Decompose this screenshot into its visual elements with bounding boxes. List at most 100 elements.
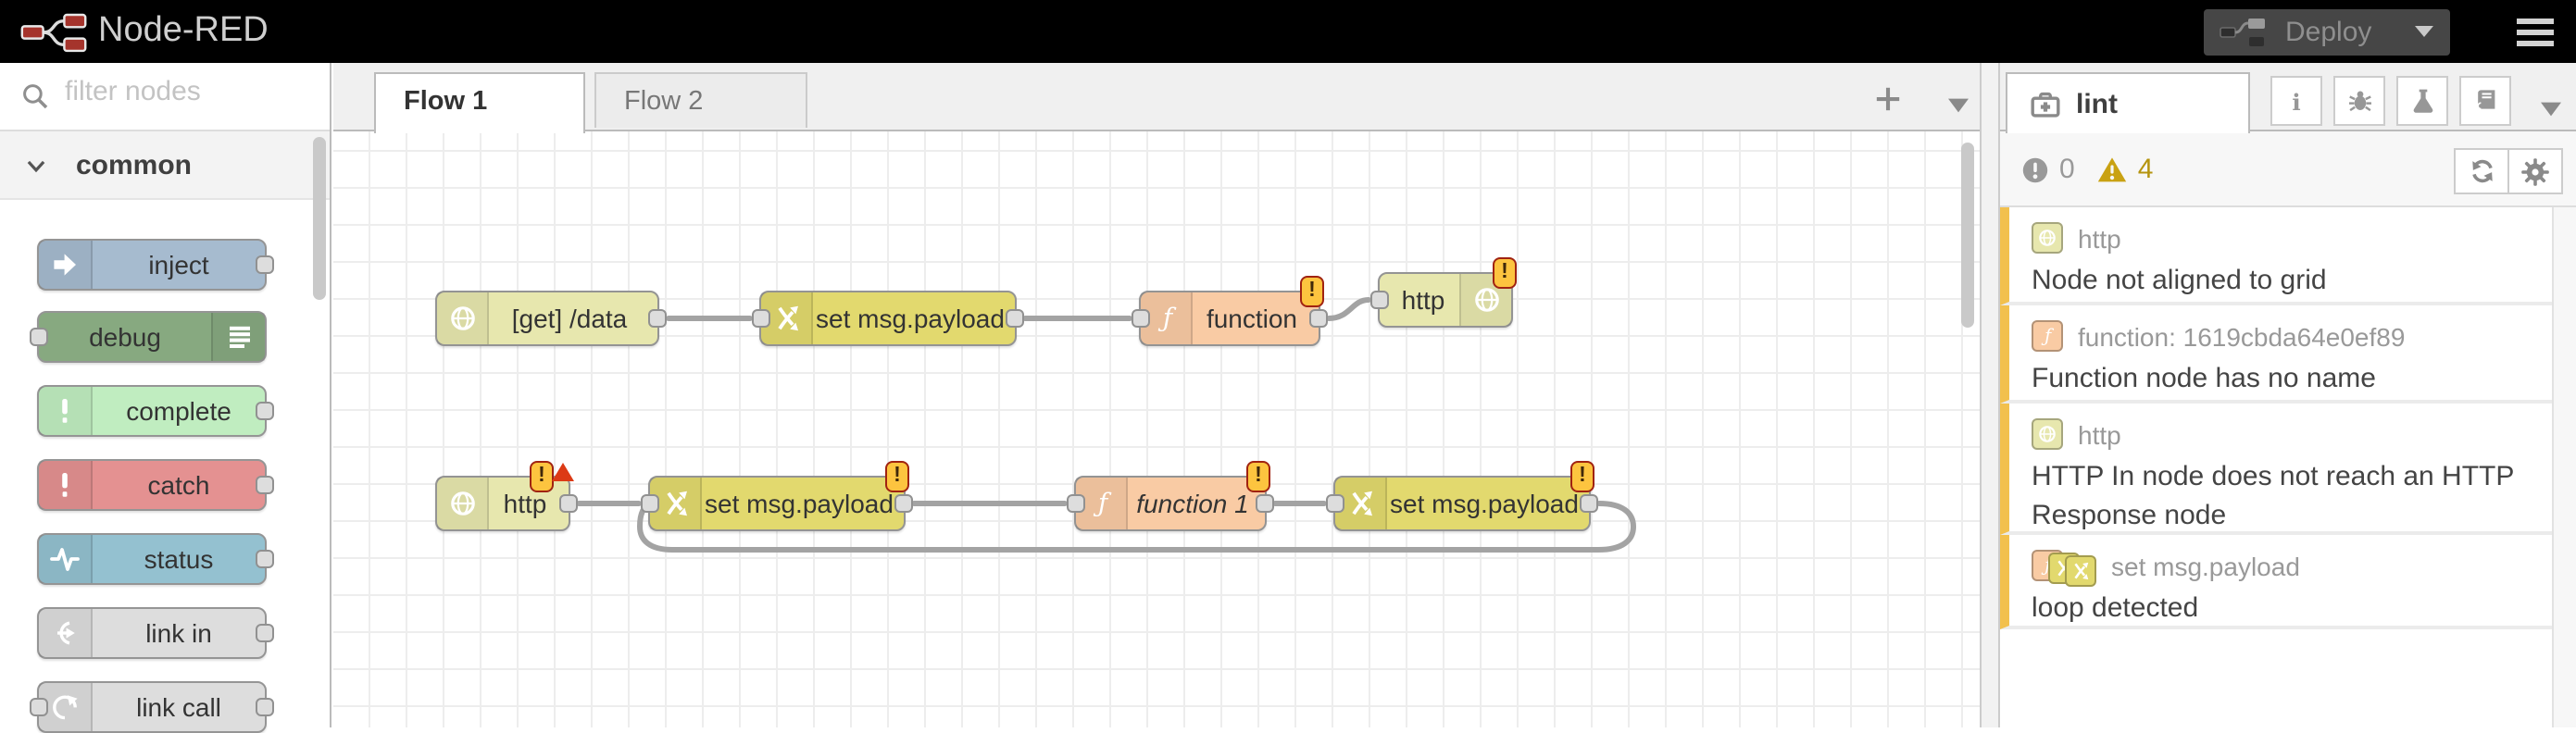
sidebar-tab-config-button[interactable] <box>2396 76 2448 126</box>
node-port-in[interactable] <box>1067 494 1085 513</box>
palette-node-label: inject <box>148 250 209 280</box>
node-port-out[interactable] <box>256 550 274 568</box>
add-flow-button[interactable] <box>1870 81 1904 115</box>
node-port-in[interactable] <box>30 328 48 346</box>
lint-item-message: Function node has no name <box>2032 363 2376 394</box>
book-icon <box>2476 90 2495 110</box>
deploy-button[interactable]: Deploy <box>2204 8 2450 55</box>
warning-badge: ! <box>1300 276 1324 307</box>
node-port-in[interactable] <box>752 309 770 328</box>
warning-badge: ! <box>885 461 909 492</box>
node-port-out[interactable] <box>559 494 578 513</box>
flow-tab-1[interactable]: Flow 1 <box>374 72 585 133</box>
palette-node-status[interactable]: status <box>37 533 274 585</box>
app-title: Node-RED <box>98 11 269 50</box>
palette-node-link-in[interactable]: link in <box>37 607 274 659</box>
inject-icon <box>39 241 93 289</box>
plus-icon <box>1875 86 1899 110</box>
sidebar: lint i <box>2000 63 2576 727</box>
node-port-out[interactable] <box>648 309 667 328</box>
sidebar-tab-info-button[interactable]: i <box>2270 76 2322 126</box>
palette: common inject debug complete catch status lin… <box>0 63 331 733</box>
main-menu-button[interactable] <box>2517 19 2554 52</box>
node-port-in[interactable] <box>30 698 48 716</box>
search-icon <box>23 84 48 109</box>
header: Node-RED Deploy <box>0 0 2576 63</box>
debug-icon <box>211 313 265 361</box>
node-port-in[interactable] <box>1370 291 1389 309</box>
flow-list-button[interactable] <box>1941 89 1974 122</box>
palette-node-link-call[interactable]: link call <box>30 681 274 733</box>
palette-node-label: link call <box>136 692 221 722</box>
palette-node-inject[interactable]: inject <box>37 239 274 291</box>
svg-text:ƒ: ƒ <box>2041 326 2054 346</box>
lint-item-message: loop detected <box>2032 592 2199 624</box>
change-node-mini-icon <box>2065 555 2096 587</box>
palette-scrollbar[interactable] <box>313 137 326 300</box>
deploy-options-caret-icon[interactable] <box>2415 26 2433 37</box>
lint-refresh-button[interactable] <box>2454 148 2509 194</box>
linkcall-icon <box>39 683 93 731</box>
node-port-in[interactable] <box>641 494 659 513</box>
palette-node-debug[interactable]: debug <box>30 311 267 363</box>
flask-icon <box>2412 89 2432 113</box>
palette-node-catch[interactable]: catch <box>37 459 274 511</box>
sidebar-separator[interactable] <box>1980 63 2000 727</box>
flow-node-label: [get] /data <box>511 304 628 333</box>
exclaim-icon <box>39 461 93 509</box>
node-port-out[interactable] <box>256 476 274 494</box>
palette-search[interactable] <box>0 63 330 131</box>
error-count: 0 <box>2059 154 2075 185</box>
sidebar-tab-help-button[interactable] <box>2459 76 2511 126</box>
flow-node-change-3[interactable]: set msg.payload! <box>1326 461 1598 531</box>
flow-node-label: set msg.payload <box>705 489 894 518</box>
node-port-out[interactable] <box>256 402 274 420</box>
wire-2[interactable] <box>1326 297 1371 321</box>
palette-category-common[interactable]: common <box>0 131 330 200</box>
flow-node-change-1[interactable]: set msg.payload <box>752 291 1024 346</box>
node-red-logo-icon <box>19 7 89 67</box>
sidebar-tab-debug-button[interactable] <box>2333 76 2385 126</box>
node-port-out[interactable] <box>894 494 913 513</box>
chevron-down-icon <box>27 159 45 172</box>
node-port-out[interactable] <box>256 255 274 274</box>
flow-node-http-in-get-data[interactable]: [get] /data <box>435 291 667 346</box>
flow-node-http-response[interactable]: http! <box>1370 257 1517 328</box>
sidebar-scrollbar-gutter[interactable] <box>2552 207 2576 727</box>
caret-down-icon <box>2540 102 2560 117</box>
node-port-out[interactable] <box>1256 494 1274 513</box>
sidebar-tab-lint[interactable]: lint <box>2006 72 2250 133</box>
search-input[interactable] <box>61 74 302 109</box>
palette-node-complete[interactable]: complete <box>37 385 274 437</box>
function-node-mini-icon: ƒ <box>2032 320 2063 352</box>
node-port-out[interactable] <box>256 624 274 642</box>
node-port-out[interactable] <box>1580 494 1598 513</box>
flow-node-label: http <box>1401 285 1445 315</box>
lint-summary-bar: 0 4 <box>2000 131 2576 207</box>
wire-6[interactable] <box>636 501 1637 553</box>
node-port-out[interactable] <box>256 698 274 716</box>
node-port-in[interactable] <box>1132 309 1150 328</box>
lint-settings-button[interactable] <box>2507 148 2563 194</box>
node-port-in[interactable] <box>1326 494 1344 513</box>
node-port-out[interactable] <box>1309 309 1328 328</box>
lint-item-message: Node not aligned to grid <box>2032 265 2327 296</box>
sidebar-tab-list-button[interactable] <box>2533 93 2567 126</box>
flow-node-change-2[interactable]: set msg.payload! <box>641 461 913 531</box>
flow-node-http-in-2[interactable]: http! <box>435 461 578 531</box>
canvas-vertical-scrollbar[interactable] <box>1961 143 1974 328</box>
node-port-out[interactable] <box>1006 309 1024 328</box>
gear-icon <box>2520 156 2550 186</box>
flow-node-label: function 1 <box>1136 489 1249 518</box>
palette-category-label: common <box>76 149 193 180</box>
flow-tab-2[interactable]: Flow 2 <box>594 72 807 128</box>
